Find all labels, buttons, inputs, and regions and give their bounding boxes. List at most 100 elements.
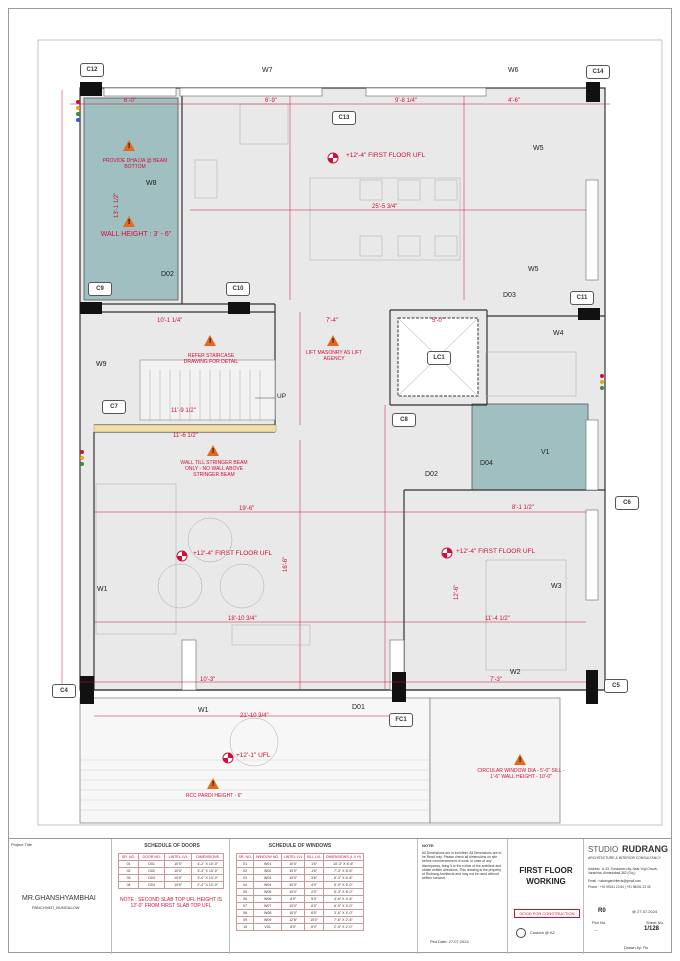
note-staircase: REFER STAIRCASE DRAWING FOR DETAIL — [183, 353, 239, 365]
dimension-text: 10'-1 1/4" — [157, 318, 183, 324]
table-cell: 3'6" — [304, 874, 324, 882]
table-cell: 07 — [235, 902, 255, 910]
table-cell: W07 — [253, 902, 282, 910]
table-cell: 10'0" — [164, 867, 193, 875]
grid-markers — [76, 100, 604, 466]
note-lift: LIFT MASONRY AS LIFT AGENCY — [305, 350, 363, 362]
scale-label: Custom @ A2 — [530, 930, 555, 935]
dimension-lines — [61, 90, 610, 717]
opening-tag: W3 — [551, 583, 562, 590]
stringer-beam — [93, 424, 277, 433]
opening-tag: D03 — [503, 292, 516, 299]
table-cell: 10'0" — [280, 881, 306, 889]
column-tag: C10 — [226, 282, 250, 296]
table-cell: 5'-9" X 6'-0" — [322, 881, 365, 889]
table-cell: 4'-2" X 10'-0" — [191, 860, 224, 868]
sheet-title: FIRST FLOOR WORKING — [519, 866, 573, 886]
note-pardi: RCC PARDI HEIGHT - 6" — [185, 793, 243, 799]
dimension-text: 11'-9 1/2" — [171, 408, 196, 414]
opening-tag: W7 — [262, 67, 273, 74]
warning-icon — [207, 445, 219, 456]
balcony-hatch — [80, 759, 430, 811]
table-cell: 10'0" — [164, 874, 193, 882]
opening-tag: D02 — [425, 471, 438, 478]
table-cell: W01 — [253, 860, 282, 868]
table-cell: W04 — [253, 881, 282, 889]
table-cell: 10'0" — [280, 902, 306, 910]
opening-tag: D04 — [480, 460, 493, 467]
opening-tag: W6 — [508, 67, 519, 74]
dimension-text: 10'-3" — [200, 677, 216, 683]
table-header-row: SR. NO. DOOR NO. LINTEL LVL DIMENSIONS — [117, 853, 224, 861]
table-cell: 03 — [235, 874, 255, 882]
opening-tag: D02 — [161, 271, 174, 278]
table-header: SILL LVL — [304, 853, 324, 861]
ufl-label-top: +12'-4" FIRST FLOOR UFL — [346, 152, 426, 159]
table-cell: 6'0" — [304, 909, 324, 917]
plot-boundary — [37, 39, 663, 826]
dimension-text: 4'-6" — [508, 98, 520, 104]
table-cell: 7'-6" X 2'-6" — [322, 916, 365, 924]
table-cell: 10'0" — [304, 916, 324, 924]
revision: R0 — [598, 908, 606, 914]
table-cell: 10'0" — [280, 888, 306, 896]
column-tag: C5 — [604, 679, 628, 693]
dimension-text: 12'-6" — [454, 584, 460, 600]
stair-treads — [149, 370, 261, 420]
status-badge: GOOD FOR CONSTRUCTION — [514, 909, 580, 918]
table-cell: 6'-3" X 6'-6" — [322, 874, 365, 882]
table-cell: 6'-9" X 4'-0" — [322, 902, 365, 910]
table-cell: V01 — [253, 923, 282, 931]
table-header: LINTEL LVL — [280, 853, 306, 861]
windows-schedule-table: SR. NO. WINDOW NO. LINTEL LVL SILL LVL D… — [235, 853, 365, 931]
table-cell: 01 — [117, 860, 140, 868]
brand-name: RUDRANG — [622, 844, 668, 854]
column-tag: C13 — [332, 111, 356, 125]
dimension-text: 5'-0" — [432, 318, 444, 324]
table-header: WINDOW NO. — [253, 853, 282, 861]
opening-tag: W2 — [510, 669, 521, 676]
table-cell: 2'-9" X 2'-0" — [322, 923, 365, 931]
table-cell: 02 — [235, 867, 255, 875]
opening-tag: D01 — [352, 704, 365, 711]
column-tag: C4 — [52, 684, 76, 698]
table-cell: 08 — [235, 909, 255, 917]
studio-email: Email : rudrangarchitects@gmail.com — [588, 879, 642, 883]
table-cell: 3'-6" X 4'-0" — [322, 909, 365, 917]
table-cell: D03 — [138, 874, 166, 882]
sheet-no-label: Sheet No. — [646, 920, 664, 925]
dimension-text: 13'-1 1/2" — [114, 192, 120, 218]
dimension-text: 18'-10 3/4" — [228, 616, 257, 622]
table-header: SR. NO. — [117, 853, 140, 861]
side-balcony — [429, 697, 561, 824]
table-cell: 8'0" — [280, 895, 306, 903]
opening-tag: W5 — [528, 266, 539, 273]
dimension-text: 7'-3" — [490, 677, 502, 683]
table-cell: 1'6" — [304, 867, 324, 875]
table-header-row: SR. NO. WINDOW NO. LINTEL LVL SILL LVL D… — [235, 853, 365, 861]
table-cell: 10'0" — [280, 860, 306, 868]
table-cell: 5'0" — [304, 895, 324, 903]
table-cell: 06 — [235, 895, 255, 903]
table-header: LINTEL LVL — [164, 853, 193, 861]
table-cell: 4'-6" X 4'-6" — [322, 895, 365, 903]
dimension-text: 6'-0" — [124, 98, 136, 104]
brand-subtitle: ARCHITECTURE & INTERIOR CONSULTANCY — [588, 856, 661, 860]
ufl-label-right: +12'-4" FIRST FLOOR UFL — [456, 548, 536, 555]
table-header: DIMENSIONS (L X H) — [322, 853, 365, 861]
project-title-label: Project Title — [11, 842, 32, 847]
drawn-by: Drawn by: Ru — [624, 945, 649, 950]
doors-schedule-cell: SCHEDULE OF DOORS SR. NO. DOOR NO. LINTE… — [112, 839, 230, 954]
table-cell: 6'0" — [304, 902, 324, 910]
column-tag: C6 — [615, 496, 639, 510]
opening-tag: W1 — [97, 586, 108, 593]
table-cell: 6'0" — [304, 923, 324, 931]
table-cell: 5'-3" X 8'-0" — [322, 888, 365, 896]
dimension-text: 7'-4" — [326, 318, 338, 324]
table-cell: 04 — [117, 881, 140, 889]
